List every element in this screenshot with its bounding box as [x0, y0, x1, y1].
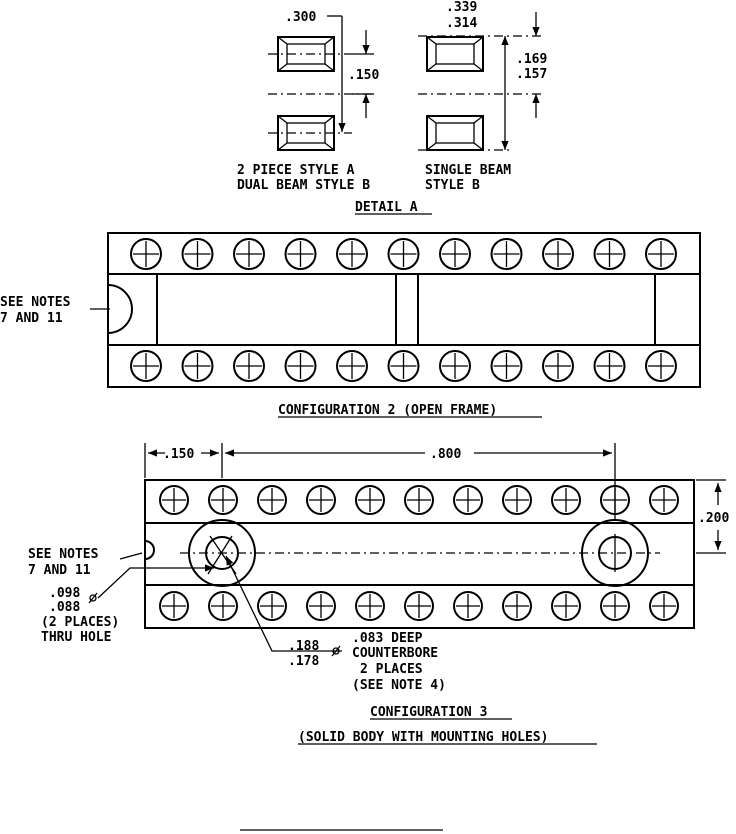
pin-top-4	[306, 485, 336, 515]
config3-note-2: 7 AND 11	[28, 563, 91, 578]
pin-top-6	[387, 238, 420, 270]
pin-row-bottom	[130, 350, 677, 382]
config2-note-2: 7 AND 11	[0, 311, 63, 326]
pin-bottom-1	[159, 591, 189, 621]
pin-top-2	[208, 485, 238, 515]
pin-top-8	[502, 485, 532, 515]
pin-top-1	[159, 485, 189, 515]
pin-bottom-10	[593, 350, 626, 382]
pin-bottom-2	[208, 591, 238, 621]
hole-dia-min: .088	[49, 600, 80, 615]
contact-single-beam-top	[426, 36, 484, 72]
pin-top-9	[551, 485, 581, 515]
dim-width-right-max: .339	[446, 0, 477, 15]
pin-top-3	[257, 485, 287, 515]
dim-hole-span: .800	[430, 447, 461, 462]
pin-top-3	[233, 238, 265, 270]
detail-a-title: DETAIL A	[355, 200, 418, 215]
caption-single-beam-1: SINGLE BEAM	[425, 163, 511, 178]
pin-row-top	[130, 238, 677, 270]
pin-bottom-6	[387, 350, 420, 382]
pin-top-11	[645, 238, 677, 270]
pin-bottom-4	[284, 350, 317, 382]
caption-single-beam-2: STYLE B	[425, 178, 480, 193]
pin-bottom-5	[355, 591, 385, 621]
pin-bottom-2	[181, 350, 214, 382]
pin-top-7	[453, 485, 483, 515]
hole-type: THRU HOLE	[41, 630, 111, 645]
pin-top-1	[130, 238, 162, 270]
pin-top-7	[439, 238, 471, 270]
pin-bottom-8	[502, 591, 532, 621]
pin-top-8	[490, 238, 523, 270]
pin-bottom-3	[257, 591, 287, 621]
dim-width-right-min: .314	[446, 16, 477, 31]
dim-height: .200	[698, 511, 729, 526]
caption-style-a-1: 2 PIECE STYLE A	[237, 163, 355, 178]
dim-width-left: .300	[285, 10, 316, 25]
pin-top-2	[181, 238, 214, 270]
dim-edge-offset: .150	[163, 447, 194, 462]
pin-bottom-7	[439, 350, 471, 382]
dim-pitch-left: .150	[348, 68, 379, 83]
caption-style-a-2: DUAL BEAM STYLE B	[237, 178, 370, 193]
cb-dia-max: .188	[288, 639, 319, 654]
pin-bottom-10	[600, 591, 630, 621]
pin-bottom-3	[233, 350, 265, 382]
counterbore-places: 2 PLACES	[360, 662, 423, 677]
hole-dia-max: .098	[49, 586, 80, 601]
config3-title: CONFIGURATION 3	[370, 705, 487, 720]
configuration-3: .150 .800 .200 SEE NOTES 7 AND 11 .098 .…	[28, 443, 729, 745]
pin-top-5	[355, 485, 385, 515]
pin-bottom-5	[336, 350, 368, 382]
pin-bottom-7	[453, 591, 483, 621]
counterbore-depth: .083 DEEP	[352, 631, 423, 646]
pin-top-9	[542, 238, 574, 270]
config3-note-1: SEE NOTES	[28, 547, 99, 562]
contact-single-beam-bottom	[426, 115, 484, 151]
pin-top-6	[404, 485, 434, 515]
configuration-2: SEE NOTES 7 AND 11 CONFIGURATION 2 (OPEN…	[0, 232, 701, 418]
pin-bottom-4	[306, 591, 336, 621]
pin-row-bottom	[159, 591, 679, 621]
pin-row-top	[159, 485, 679, 515]
pin-bottom-1	[130, 350, 162, 382]
dim-pitch-right-max: .169	[516, 52, 547, 67]
pin-bottom-11	[649, 591, 679, 621]
pin-bottom-8	[490, 350, 523, 382]
pin-top-4	[284, 238, 317, 270]
pin-bottom-11	[645, 350, 677, 382]
pin-bottom-6	[404, 591, 434, 621]
pin-bottom-9	[542, 350, 574, 382]
pin-bottom-9	[551, 591, 581, 621]
dim-pitch-right-min: .157	[516, 67, 547, 82]
pin-top-5	[336, 238, 368, 270]
pin-top-10	[593, 238, 626, 270]
pin-top-11	[649, 485, 679, 515]
config3-subtitle: (SOLID BODY WITH MOUNTING HOLES)	[298, 730, 548, 745]
config2-title: CONFIGURATION 2 (OPEN FRAME)	[278, 403, 497, 418]
cb-dia-min: .178	[288, 654, 319, 669]
counterbore-note: (SEE NOTE 4)	[352, 678, 446, 693]
detail-a: .300 .150 .339 .314 .169 .157 2 PIECE ST…	[237, 0, 547, 215]
hole-places: (2 PLACES)	[41, 615, 119, 630]
counterbore-label: COUNTERBORE	[352, 646, 438, 661]
config2-note-1: SEE NOTES	[0, 295, 71, 310]
